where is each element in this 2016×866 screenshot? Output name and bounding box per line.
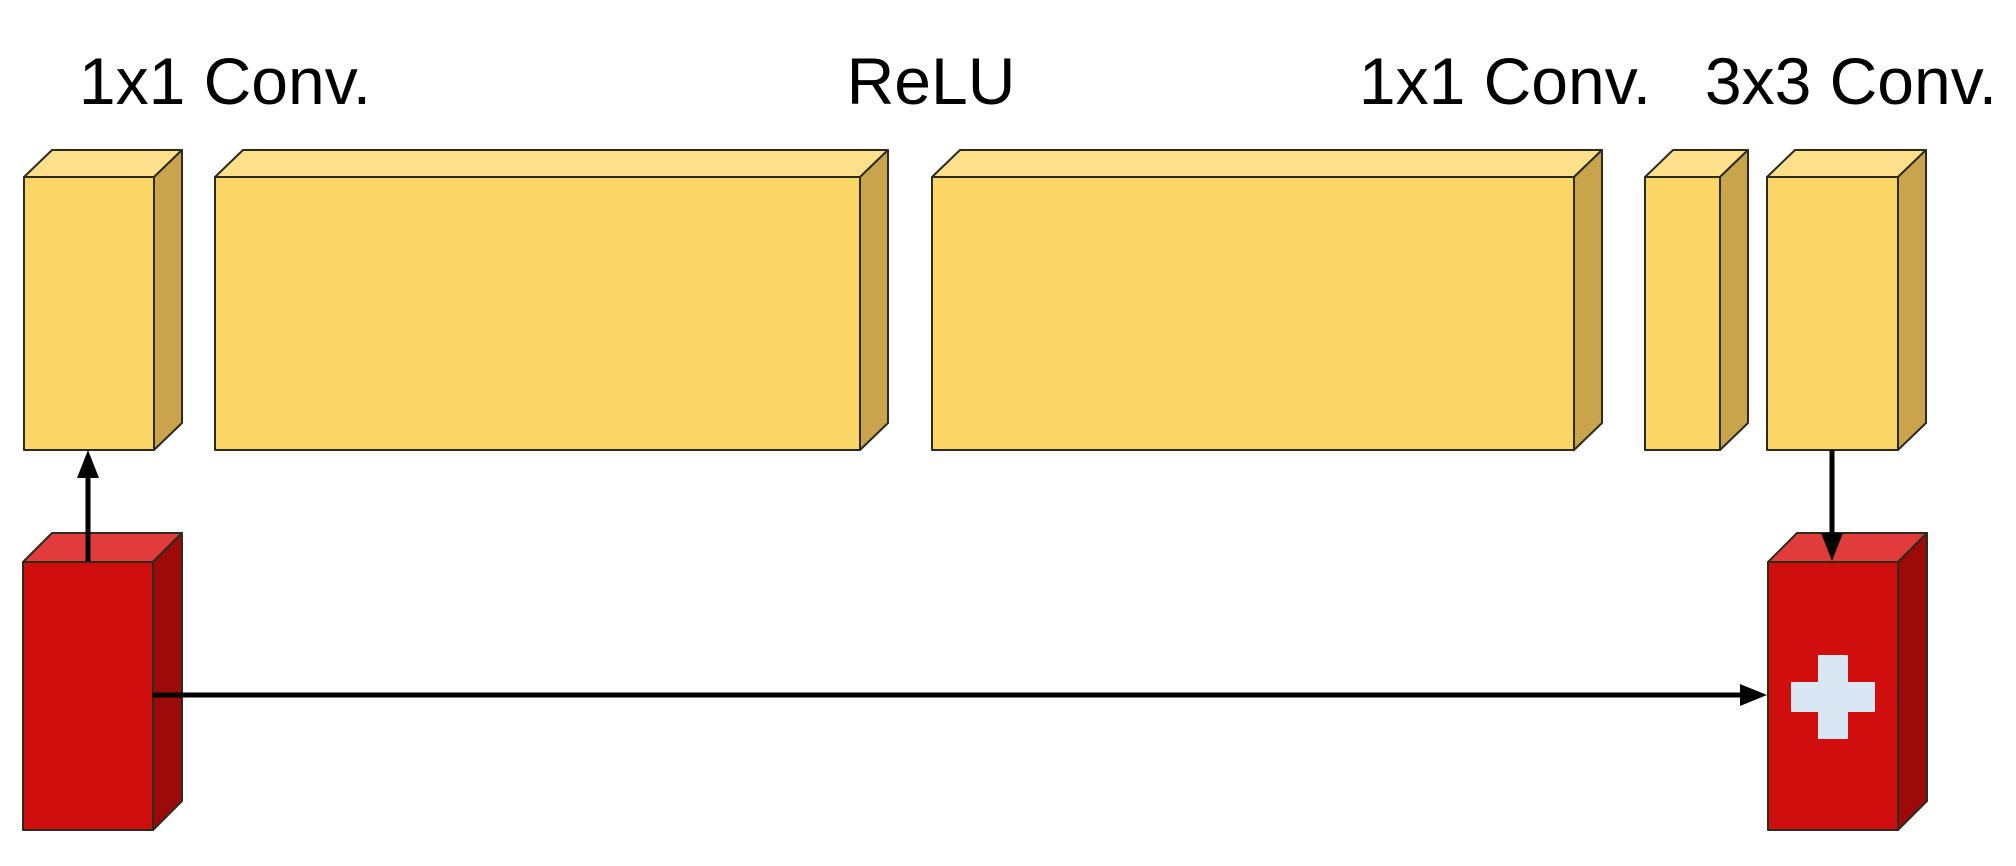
feature-map-box-2-top-face [931,149,1603,178]
output-down-arrow-head [1821,533,1843,561]
layer-label-relu: ReLU [846,44,1016,118]
layer-label-conv1x1-second: 1x1 Conv. [1358,44,1652,118]
input-tensor-box-side-face [152,532,183,831]
feature-map-box-1-top-face [214,149,889,178]
feature-map-box-1-side-face [859,149,889,451]
feature-map-box-2-side-face [1573,149,1603,451]
layer-label-conv3x3: 3x3 Conv. [1704,44,1998,118]
skip-connection-arrow-head [1740,684,1767,706]
add-plus-icon [1791,655,1875,739]
input-tensor-box-front-face [22,561,154,831]
conv-3x3-layer-box-front-face [1766,176,1899,451]
conv-1x1-layer-box-1-side-face [153,149,183,451]
layer-label-conv1x1-first: 1x1 Conv. [78,44,372,118]
feature-map-box-2-front-face [931,176,1575,451]
conv-3x3-layer-box-side-face [1897,149,1927,451]
conv-1x1-layer-box-1-front-face [23,176,155,451]
output-tensor-box-side-face [1897,532,1928,831]
conv-1x1-layer-box-2-side-face [1719,149,1749,451]
input-up-arrow-head [77,450,99,478]
feature-map-box-1-front-face [214,176,861,451]
conv-1x1-layer-box-2-front-face [1644,176,1721,451]
